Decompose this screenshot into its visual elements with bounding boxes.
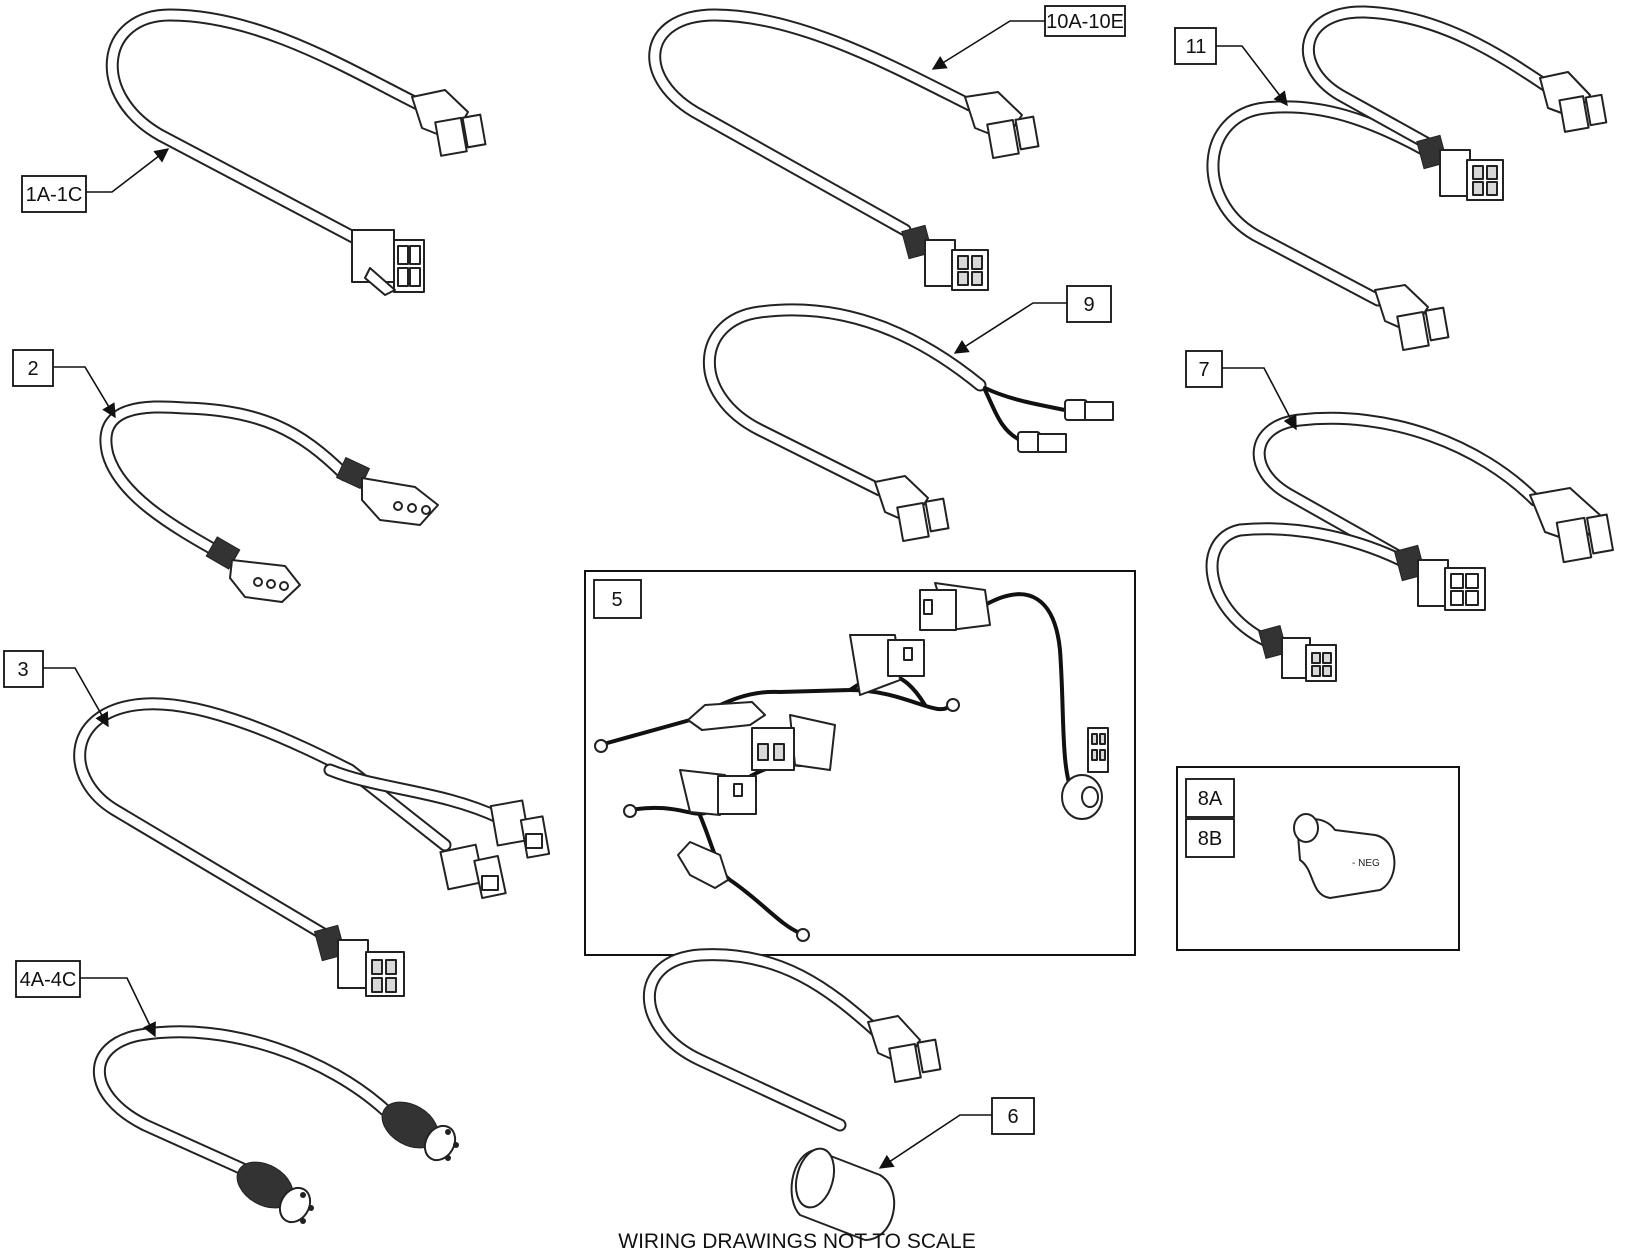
ferrite-5 [1061, 774, 1103, 820]
cable-7 [1205, 411, 1614, 682]
label-text-8b: 8B [1198, 828, 1222, 850]
label-4a-4c: 4A-4C [15, 960, 81, 998]
cable-2 [99, 400, 439, 603]
connector-7-bottom [1258, 625, 1337, 682]
connector-1a-top [411, 89, 487, 157]
cable-4a-4c [92, 1025, 459, 1224]
label-8a: 8A [1185, 778, 1235, 818]
connector-3-upper [489, 799, 551, 859]
connector-5-a [919, 582, 991, 631]
label-text-11: 11 [1186, 36, 1207, 58]
label-text-6: 6 [1007, 1106, 1018, 1128]
part-8: - NEG [1176, 766, 1460, 951]
cable-9 [702, 303, 1114, 542]
footer-note: WIRING DRAWINGS NOT TO SCALE [618, 1230, 975, 1253]
connector-2-top [335, 456, 439, 526]
sensor-6 [790, 1147, 896, 1241]
label-1a-1c: 1A-1C [21, 175, 87, 213]
label-text-9: 9 [1083, 294, 1094, 316]
terminal-cover-8: - NEG [1293, 813, 1396, 899]
label-5: 5 [593, 579, 642, 619]
label-8b: 8B [1185, 818, 1235, 858]
label-text-10a-10e: 10A-10E [1046, 11, 1124, 33]
connector-4-bottom [236, 1161, 314, 1224]
connector-1a-bottom [351, 229, 425, 296]
harness-5 [584, 570, 1136, 956]
connector-11-bottom [1374, 284, 1450, 351]
connector-10-bottom [901, 224, 989, 291]
cable-11 [1206, 5, 1608, 351]
cable-1a-1c [105, 8, 487, 296]
connector-2-bottom [205, 536, 301, 603]
connector-5-b [849, 634, 925, 696]
connector-3-bottom [313, 924, 405, 997]
connector-5-d [679, 769, 757, 816]
cable-10a-10e [648, 8, 1040, 291]
cable-3 [73, 697, 551, 997]
connector-7-top [1529, 487, 1614, 564]
label-7: 7 [1185, 350, 1223, 388]
cable-6 [642, 948, 942, 1241]
frame-8 [1176, 766, 1460, 951]
label-6: 6 [991, 1097, 1035, 1135]
label-text-4a-4c: 4A-4C [20, 969, 77, 991]
label-text-5: 5 [611, 589, 622, 611]
label-3: 3 [3, 650, 44, 688]
connector-11-top [1539, 71, 1608, 133]
connector-7-middle [1393, 544, 1486, 611]
connector-6-top [867, 1015, 942, 1083]
svg-text:- NEG: - NEG [1352, 858, 1380, 869]
connector-11-middle [1416, 134, 1504, 201]
label-text-8a: 8A [1198, 788, 1223, 810]
frame-5 [584, 570, 1136, 956]
connector-5-e [1087, 727, 1109, 773]
connector-4-top [381, 1101, 459, 1162]
label-text-1a-1c: 1A-1C [26, 184, 83, 206]
terminal-9-b [1017, 431, 1067, 453]
leader-lines [43, 20, 1297, 1169]
terminal-9-a [1064, 399, 1114, 421]
connector-3-lower [439, 843, 507, 900]
label-9: 9 [1066, 285, 1112, 323]
connector-5-c [751, 714, 836, 771]
label-text-2: 2 [27, 358, 38, 380]
label-text-7: 7 [1198, 359, 1209, 381]
connector-10-top [964, 91, 1040, 159]
label-10a-10e: 10A-10E [1044, 5, 1126, 37]
connector-9-bottom [874, 475, 950, 542]
label-11: 11 [1174, 27, 1217, 65]
label-2: 2 [12, 349, 54, 387]
label-text-3: 3 [17, 659, 28, 681]
